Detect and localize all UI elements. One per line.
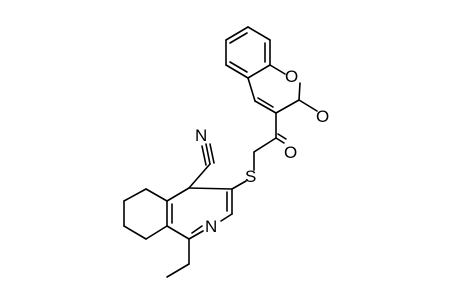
- atom-label-o-lactone: O: [316, 107, 329, 126]
- bond: [209, 143, 215, 164]
- bond: [166, 187, 190, 202]
- coumarin-pyranone-ring: [247, 64, 318, 114]
- bond: [275, 99, 300, 114]
- ethyl-group: [166, 238, 190, 278]
- bond: [254, 100, 277, 114]
- bond: [247, 64, 271, 79]
- bond: [191, 225, 203, 234]
- bond: [188, 187, 233, 190]
- nitrile-group: [188, 143, 215, 189]
- atom-label-o-ketone: O: [284, 143, 297, 162]
- atom-label-n-ring: N: [205, 217, 217, 236]
- bond: [166, 263, 190, 278]
- cyclohexane-ring: [123, 188, 168, 240]
- bond: [277, 133, 287, 140]
- coumarin-benzo-ring: [225, 26, 271, 79]
- atom-label-o-ring: O: [285, 67, 298, 86]
- bond: [166, 225, 190, 240]
- bond: [188, 163, 211, 189]
- bond: [123, 188, 147, 202]
- bond: [253, 137, 277, 153]
- bond: [229, 32, 248, 44]
- bond: [145, 188, 168, 202]
- bond: [123, 225, 147, 240]
- pyridine-ring: [166, 187, 233, 240]
- bond: [220, 213, 233, 222]
- bond: [298, 99, 318, 112]
- atom-label-s-thioether: S: [245, 167, 256, 186]
- bond: [269, 64, 286, 75]
- bond: [298, 82, 301, 101]
- bond: [188, 230, 204, 240]
- bond: [145, 225, 168, 240]
- bond: [225, 26, 249, 41]
- bond: [225, 64, 249, 79]
- bond: [229, 61, 248, 73]
- bond: [247, 77, 256, 102]
- keto-methylene-linker: [231, 112, 287, 190]
- bond: [201, 145, 207, 166]
- bond: [257, 97, 274, 108]
- bond: [205, 143, 211, 165]
- atom-label-n-nitrile: N: [195, 126, 207, 145]
- bond: [275, 137, 285, 144]
- bond: [247, 26, 271, 41]
- bond: [231, 180, 247, 190]
